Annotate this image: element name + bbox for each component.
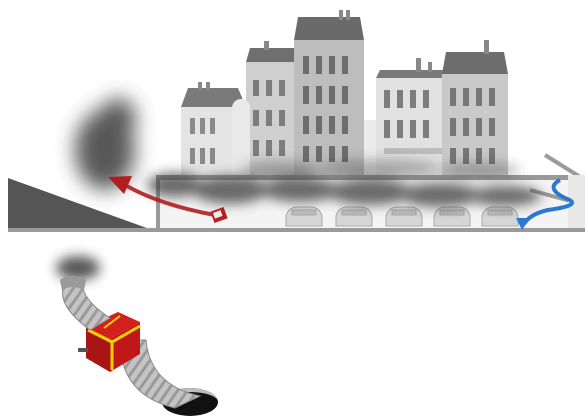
car-park-floor	[8, 228, 585, 232]
buildings	[181, 10, 508, 175]
car	[482, 207, 518, 226]
building-left-mid	[232, 41, 298, 175]
car	[286, 207, 322, 226]
building-right-2	[442, 40, 508, 175]
car	[386, 207, 422, 226]
left-slope	[8, 178, 158, 232]
exhaust-duct-upper	[62, 282, 110, 330]
extraction-fan-detail	[60, 276, 218, 416]
car	[336, 207, 372, 226]
building-right-1	[376, 58, 446, 175]
building-tall-center	[294, 10, 364, 175]
car	[434, 207, 470, 226]
